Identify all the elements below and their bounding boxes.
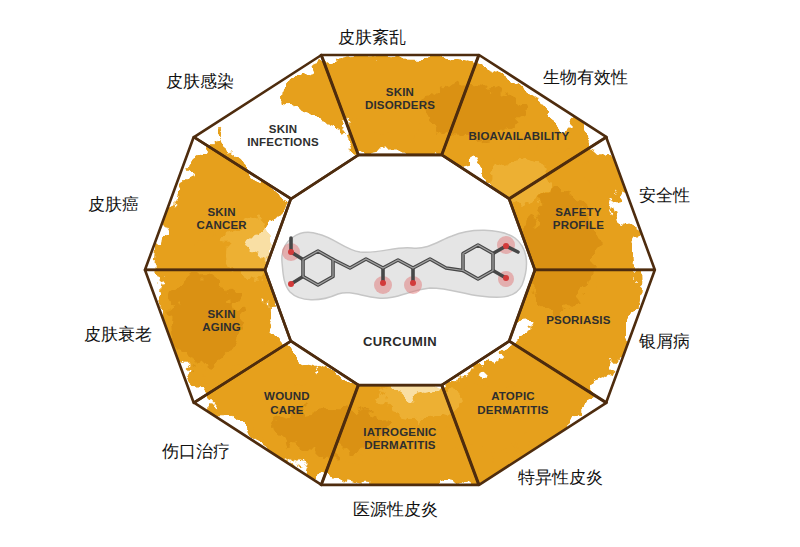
powder-main bbox=[157, 56, 607, 460]
molecule-highlights bbox=[303, 245, 493, 285]
ring-segment-outline bbox=[509, 270, 655, 403]
ring-segment: SKIN INFECTIONS皮肤感染 bbox=[194, 55, 359, 199]
segment-border bbox=[145, 137, 291, 270]
core-decagon-outline bbox=[265, 155, 535, 385]
segment-label: ATOPIC DERMATITIS bbox=[477, 390, 548, 416]
core-decagon: CURCUMIN bbox=[265, 155, 535, 385]
segment-border bbox=[442, 341, 607, 485]
outer-label: 皮肤衰老 bbox=[84, 325, 152, 345]
outer-label: 伤口治疗 bbox=[162, 442, 230, 462]
segment-border bbox=[321, 385, 479, 485]
outer-label: 银屑病 bbox=[639, 332, 690, 352]
segment-border bbox=[321, 55, 479, 155]
segment-label: PSORIASIS bbox=[546, 314, 610, 327]
ring-segment-outline bbox=[509, 137, 655, 270]
ring-segment: SKIN AGING皮肤衰老 bbox=[145, 270, 291, 403]
outer-label: 医源性皮炎 bbox=[353, 500, 438, 520]
segment-border bbox=[194, 341, 359, 485]
molecule-sticks bbox=[291, 238, 518, 285]
outer-label: 皮肤紊乱 bbox=[338, 28, 406, 48]
powder-shade bbox=[170, 85, 595, 452]
oxygen-atom bbox=[288, 281, 294, 287]
molecule-model bbox=[282, 230, 527, 300]
outer-label: 生物有效性 bbox=[543, 68, 628, 88]
oxygen-atom bbox=[503, 275, 509, 281]
oxygen-atom bbox=[380, 280, 386, 286]
ring-segment: SKIN CANCER皮肤癌 bbox=[145, 137, 291, 270]
oxygen-atoms bbox=[288, 243, 509, 287]
ring-segment: IATROGENIC DERMATITIS医源性皮炎 bbox=[321, 385, 479, 485]
oxygen-atom bbox=[503, 243, 509, 249]
ring-segment-outline bbox=[145, 137, 291, 270]
segment-border bbox=[509, 137, 655, 270]
methoxy-bond bbox=[291, 238, 303, 260]
segment-label: WOUND CARE bbox=[264, 390, 310, 416]
ring-segment-outline bbox=[145, 270, 291, 403]
powder-layer bbox=[157, 56, 607, 460]
molecule-surface bbox=[282, 230, 527, 300]
oxygen-atom bbox=[410, 280, 416, 286]
ring-highlight bbox=[463, 245, 493, 279]
segment-label: BIOAVAILABILITY bbox=[469, 130, 570, 143]
segment-border bbox=[145, 270, 291, 403]
ring-highlight bbox=[303, 251, 333, 285]
segment-label: SAFETY PROFILE bbox=[553, 206, 604, 232]
core-label: CURCUMIN bbox=[363, 334, 437, 350]
ring-segment: SAFETY PROFILE安全性 bbox=[509, 137, 655, 270]
segment-label: SKIN CANCER bbox=[196, 206, 246, 232]
segment-label: IATROGENIC DERMATITIS bbox=[363, 426, 436, 452]
ring-segment: PSORIASIS银屑病 bbox=[509, 270, 655, 403]
ring-bond bbox=[303, 251, 333, 285]
ring-segment: WOUND CARE伤口治疗 bbox=[194, 341, 359, 485]
ring-segment: SKIN DISORDERS皮肤紊乱 bbox=[321, 55, 479, 155]
segment-border bbox=[265, 155, 535, 385]
chain-highlight bbox=[333, 259, 463, 271]
powder-light bbox=[225, 155, 550, 418]
oxygen-atom bbox=[288, 249, 294, 255]
inner-ground bbox=[265, 155, 535, 385]
outer-label: 皮肤癌 bbox=[88, 195, 139, 215]
outer-label: 特异性皮炎 bbox=[518, 468, 603, 488]
outer-label: 安全性 bbox=[639, 186, 690, 206]
segment-border bbox=[509, 270, 655, 403]
ring-segment: ATOPIC DERMATITIS 特异性皮炎 bbox=[442, 341, 607, 485]
ring-segment: BIOAVAILABILITY生物有效性 bbox=[442, 55, 607, 199]
segment-label: SKIN AGING bbox=[202, 308, 241, 334]
chain-bond bbox=[333, 259, 463, 271]
segment-label: SKIN DISORDERS bbox=[365, 86, 435, 112]
outer-label: 皮肤感染 bbox=[166, 72, 234, 92]
oxygen-patches bbox=[282, 236, 515, 294]
ring-bond bbox=[463, 245, 493, 279]
segment-label: SKIN INFECTIONS bbox=[247, 123, 319, 149]
powder-shadow bbox=[170, 275, 240, 365]
